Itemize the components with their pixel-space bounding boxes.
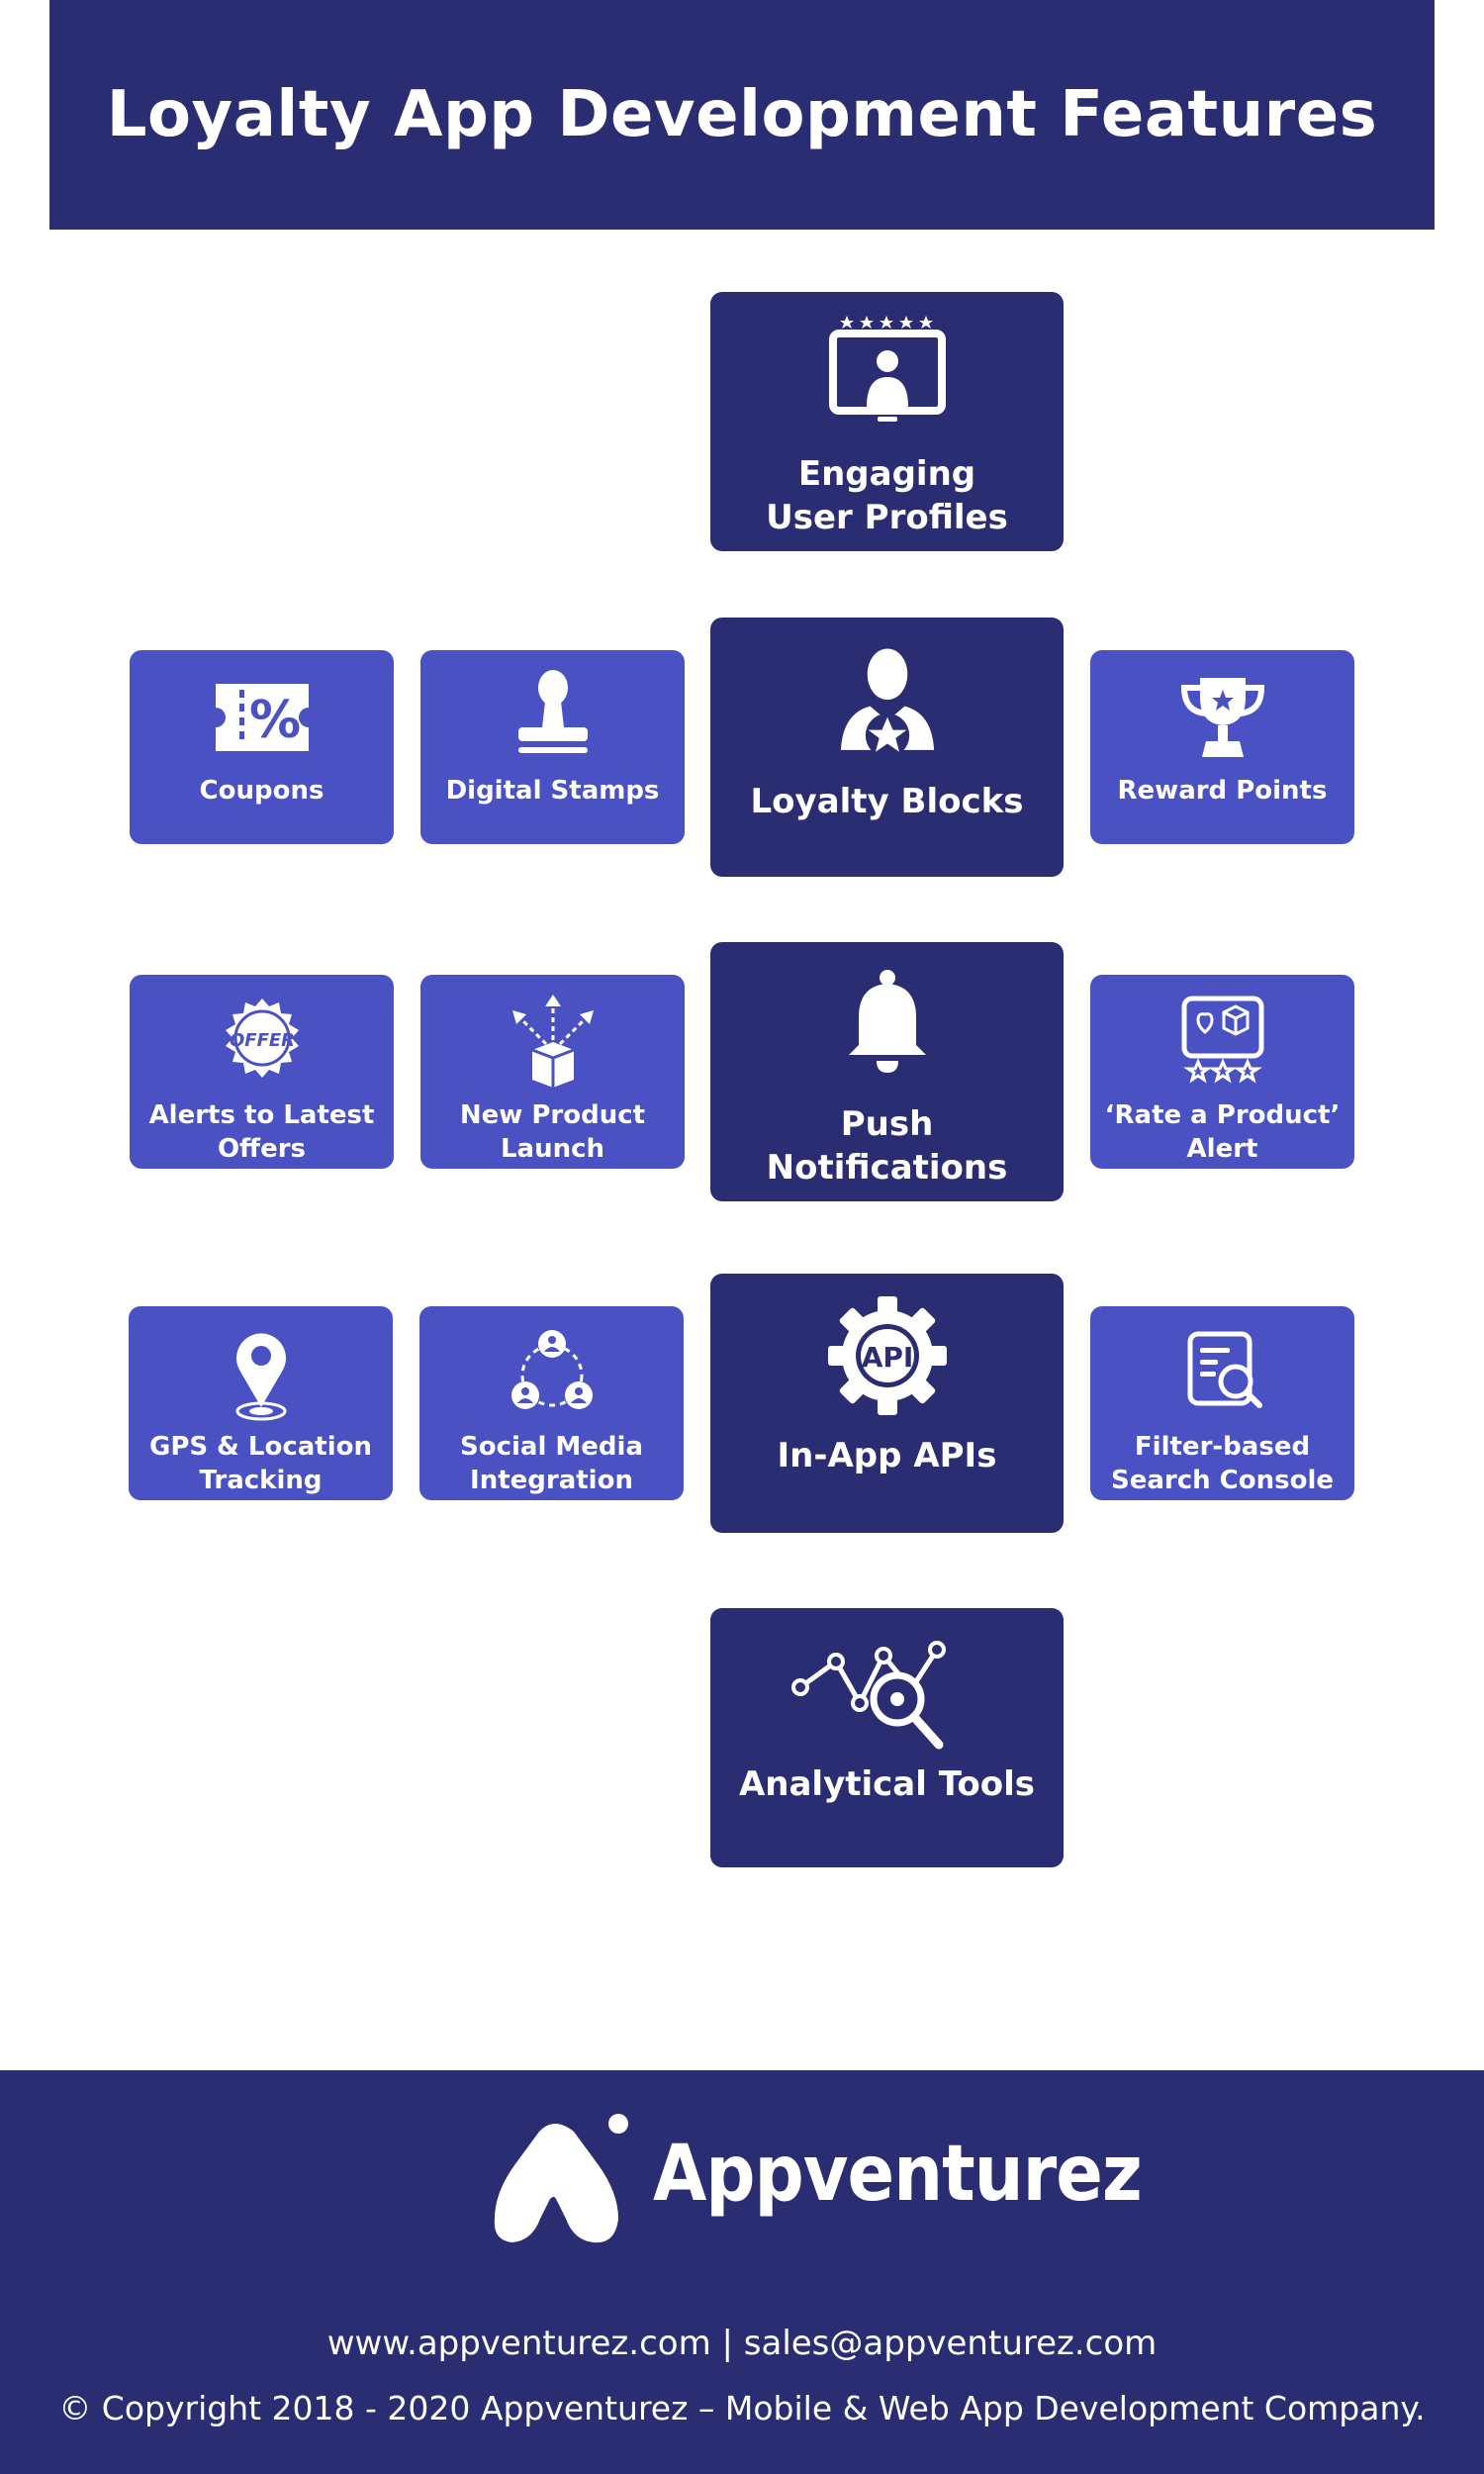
offer-badge-icon: OFFER	[225, 999, 299, 1078]
loyalty-user-star-icon	[840, 648, 934, 758]
stamp-icon	[517, 670, 588, 753]
contact-info: www.appventurez.com | sales@appventurez.…	[326, 2324, 1158, 2363]
feature-in-app-apis: API In-App APIs	[710, 1274, 1064, 1533]
feature-label: Reward Points	[1117, 776, 1328, 806]
feature-label: Push Notifications	[766, 1104, 1008, 1189]
feature-alerts-offers: OFFER Alerts to Latest Offers	[130, 975, 394, 1169]
feature-label: In-App APIs	[777, 1436, 997, 1475]
feature-label: Engaging User Profiles	[766, 454, 1008, 538]
analytics-icon	[790, 1641, 946, 1750]
feature-label: Loyalty Blocks	[750, 782, 1024, 821]
feature-gps: GPS & Location Tracking	[129, 1306, 393, 1500]
svg-text:%: %	[248, 691, 300, 750]
feature-label: Filter-based Search Console	[1110, 1432, 1335, 1495]
svg-text:OFFER: OFFER	[229, 1030, 294, 1051]
feature-label: ‘Rate a Product’ Alert	[1104, 1100, 1341, 1164]
header-banner: Loyalty App Development Features	[49, 0, 1435, 230]
feature-reward-points: Reward Points	[1090, 650, 1354, 844]
copyright-text: © Copyright 2018 - 2020 Appventurez – Mo…	[58, 2389, 1426, 2427]
feature-label: GPS & Location Tracking	[149, 1432, 372, 1495]
feature-social-media: Social Media Integration	[419, 1306, 684, 1500]
feature-label: Analytical Tools	[738, 1764, 1036, 1804]
feature-search-console: Filter-based Search Console	[1090, 1306, 1354, 1500]
feature-analytics: Analytical Tools	[710, 1608, 1064, 1867]
feature-push-notifications: Push Notifications	[710, 942, 1064, 1201]
feature-digital-stamps: Digital Stamps	[420, 650, 685, 844]
rate-product-icon	[1181, 996, 1263, 1084]
feature-user-profiles: Engaging User Profiles	[710, 292, 1064, 551]
search-document-icon	[1187, 1331, 1262, 1408]
page-title: Loyalty App Development Features	[106, 78, 1378, 151]
feature-new-product: New Product Launch	[420, 975, 685, 1169]
appventurez-logo-icon	[494, 2114, 628, 2243]
feature-label: Alerts to Latest Offers	[148, 1100, 375, 1164]
brand-name: Appventurez	[653, 2130, 1143, 2219]
svg-text:API: API	[861, 1341, 913, 1374]
feature-rate-product: ‘Rate a Product’ Alert	[1090, 975, 1354, 1169]
product-launch-icon	[511, 995, 594, 1088]
feature-coupons: % Coupons	[130, 650, 394, 844]
user-profile-icon	[828, 316, 946, 422]
footer: Appventurez www.appventurez.com | sales@…	[0, 2070, 1484, 2474]
social-network-icon	[510, 1330, 593, 1409]
coupon-icon: %	[215, 684, 309, 751]
feature-label: New Product Launch	[459, 1100, 646, 1164]
feature-label: Digital Stamps	[445, 776, 660, 806]
bell-icon	[848, 970, 926, 1073]
api-gear-icon: API	[827, 1296, 947, 1415]
location-pin-icon	[235, 1333, 286, 1421]
feature-loyalty-blocks: Loyalty Blocks	[710, 618, 1064, 877]
trophy-icon	[1180, 678, 1264, 757]
feature-label: Social Media Integration	[460, 1432, 643, 1495]
feature-label: Coupons	[199, 776, 325, 806]
